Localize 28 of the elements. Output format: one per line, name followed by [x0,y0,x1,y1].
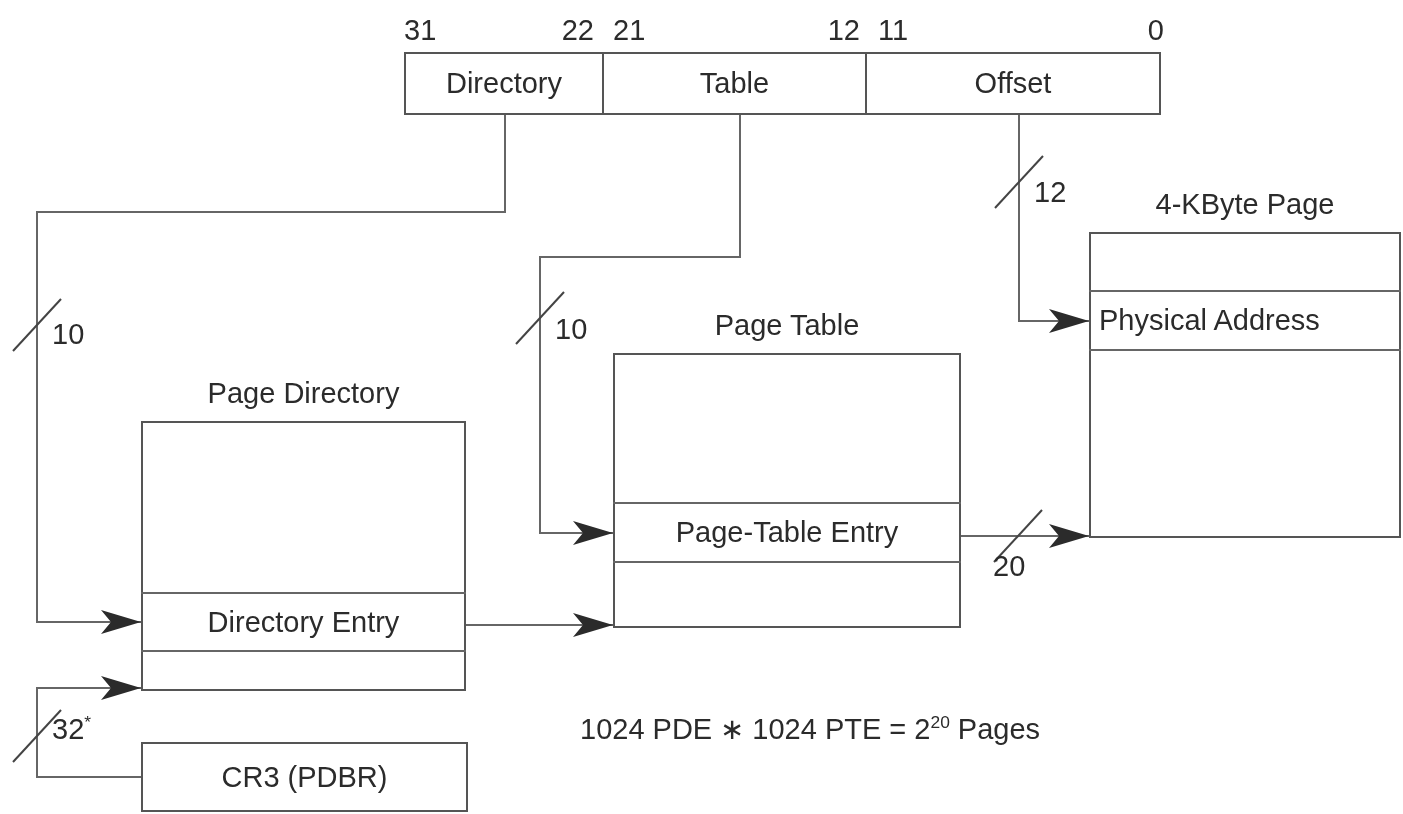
arrow [36,676,142,778]
edge-label: 12 [1034,176,1067,209]
box-heading: Page Directory [206,377,401,410]
entry-row: Directory Entry [141,592,466,652]
bit-number: 12 [827,14,860,47]
box-heading: Page Table [713,309,861,342]
bit-number: 0 [1147,14,1164,47]
arrow [36,114,506,634]
formula-note: 1024 PDE ∗ 1024 PTE = 2$^{20}$ Pages [580,712,1041,746]
arrow [465,613,614,637]
entry-row: Physical Address [1089,290,1401,351]
entry-row: Page-Table Entry [613,502,961,563]
arrow [1018,114,1090,333]
bit-number: 22 [561,14,594,47]
bit-number: 31 [404,14,437,47]
register-box: CR3 (PDBR) [141,742,468,812]
arrow [539,114,741,545]
box-heading: 4-KByte Page [1154,188,1336,221]
address-field: Offset [865,52,1161,115]
arrow [960,524,1090,548]
edge-label: 20 [993,550,1026,583]
address-field: Directory [404,52,604,115]
edge-label: 10 [52,318,85,351]
bit-number: 21 [613,14,646,47]
address-field: Table [602,52,867,115]
bit-number: 11 [878,14,909,47]
edge-label: 10 [555,313,588,346]
edge-label: 32$^{*}$ [52,712,92,746]
